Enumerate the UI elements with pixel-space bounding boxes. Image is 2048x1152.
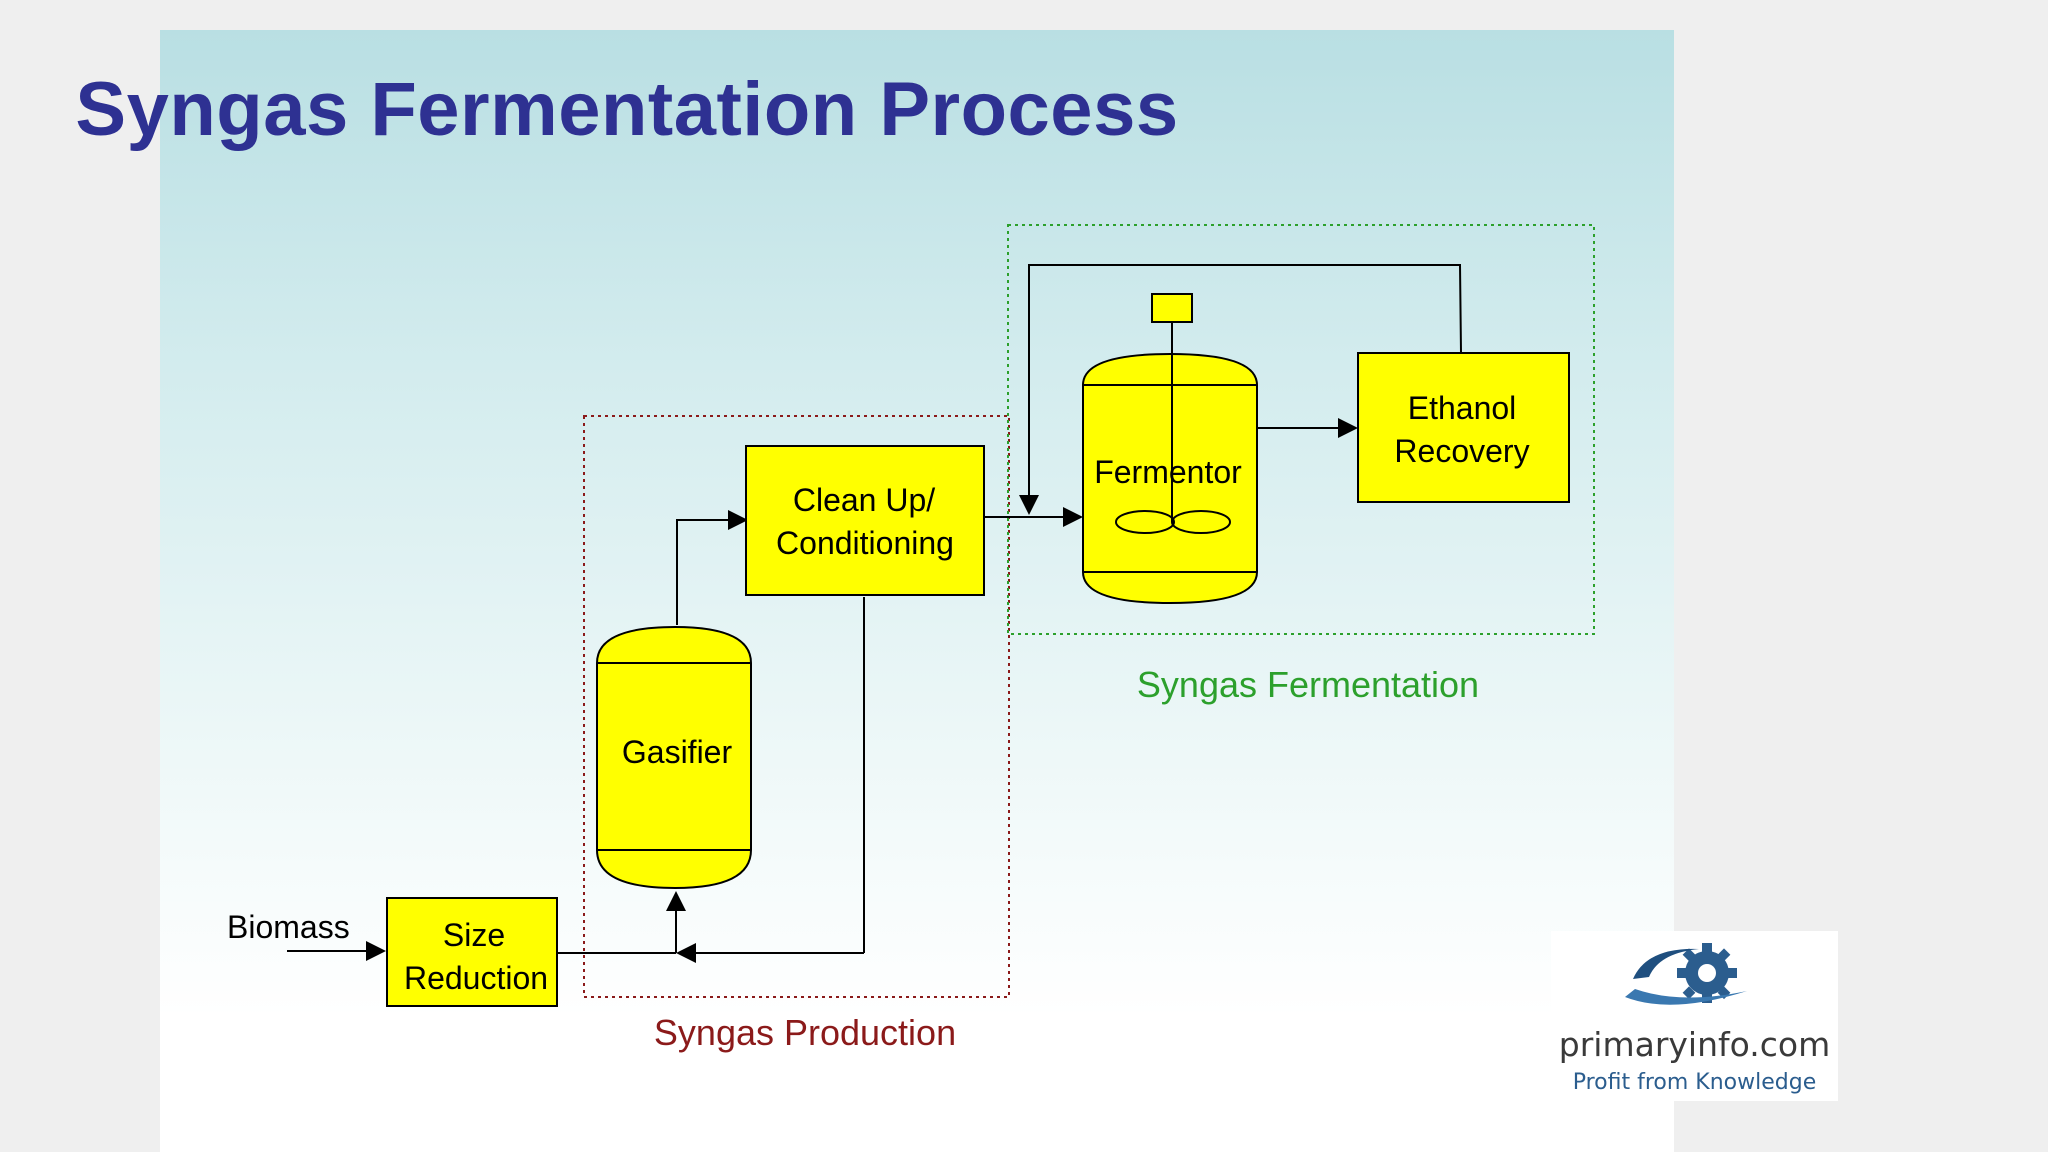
gasifier-label: Gasifier [622,734,733,770]
impeller-right [1171,510,1231,534]
ethanol-recovery-label-line1: Ethanol [1408,390,1517,426]
clean-up-label-line2: Conditioning [776,525,954,561]
fermentor-vessel [1082,293,1258,605]
syngas-production-boundary [583,415,1010,998]
size-reduction-box [386,897,558,1007]
syngas-fermentation-label: Syngas Fermentation [1137,664,1479,705]
size-reduction-label-line2: Reduction [404,960,548,996]
gear-swoosh-icon [1625,943,1747,1005]
arrow-recycle-to-fermentor [1019,264,1462,515]
gasifier-vessel [596,625,752,890]
agitator-motor [1151,293,1193,323]
logo: primaryinfo.com Profit from Knowledge [1551,931,1838,1101]
logo-tagline: Profit from Knowledge [1572,1070,1817,1095]
ethanol-recovery-box [1357,352,1570,503]
clean-up-label-line1: Clean Up/ [793,482,935,518]
logo-name: primaryinfo.com [1558,1025,1831,1064]
fermentor-label: Fermentor [1094,454,1242,490]
impeller-left [1115,510,1175,534]
syngas-fermentation-boundary [1007,224,1595,635]
clean-up-box [745,445,985,596]
biomass-label: Biomass [227,909,350,945]
size-reduction-label-line1: Size [443,917,505,953]
page-title: Syngas Fermentation Process [75,67,1179,152]
syngas-production-label: Syngas Production [654,1012,956,1053]
ethanol-recovery-label-line2: Recovery [1394,433,1529,469]
arrow-gasifier-to-cleanup [676,510,748,625]
